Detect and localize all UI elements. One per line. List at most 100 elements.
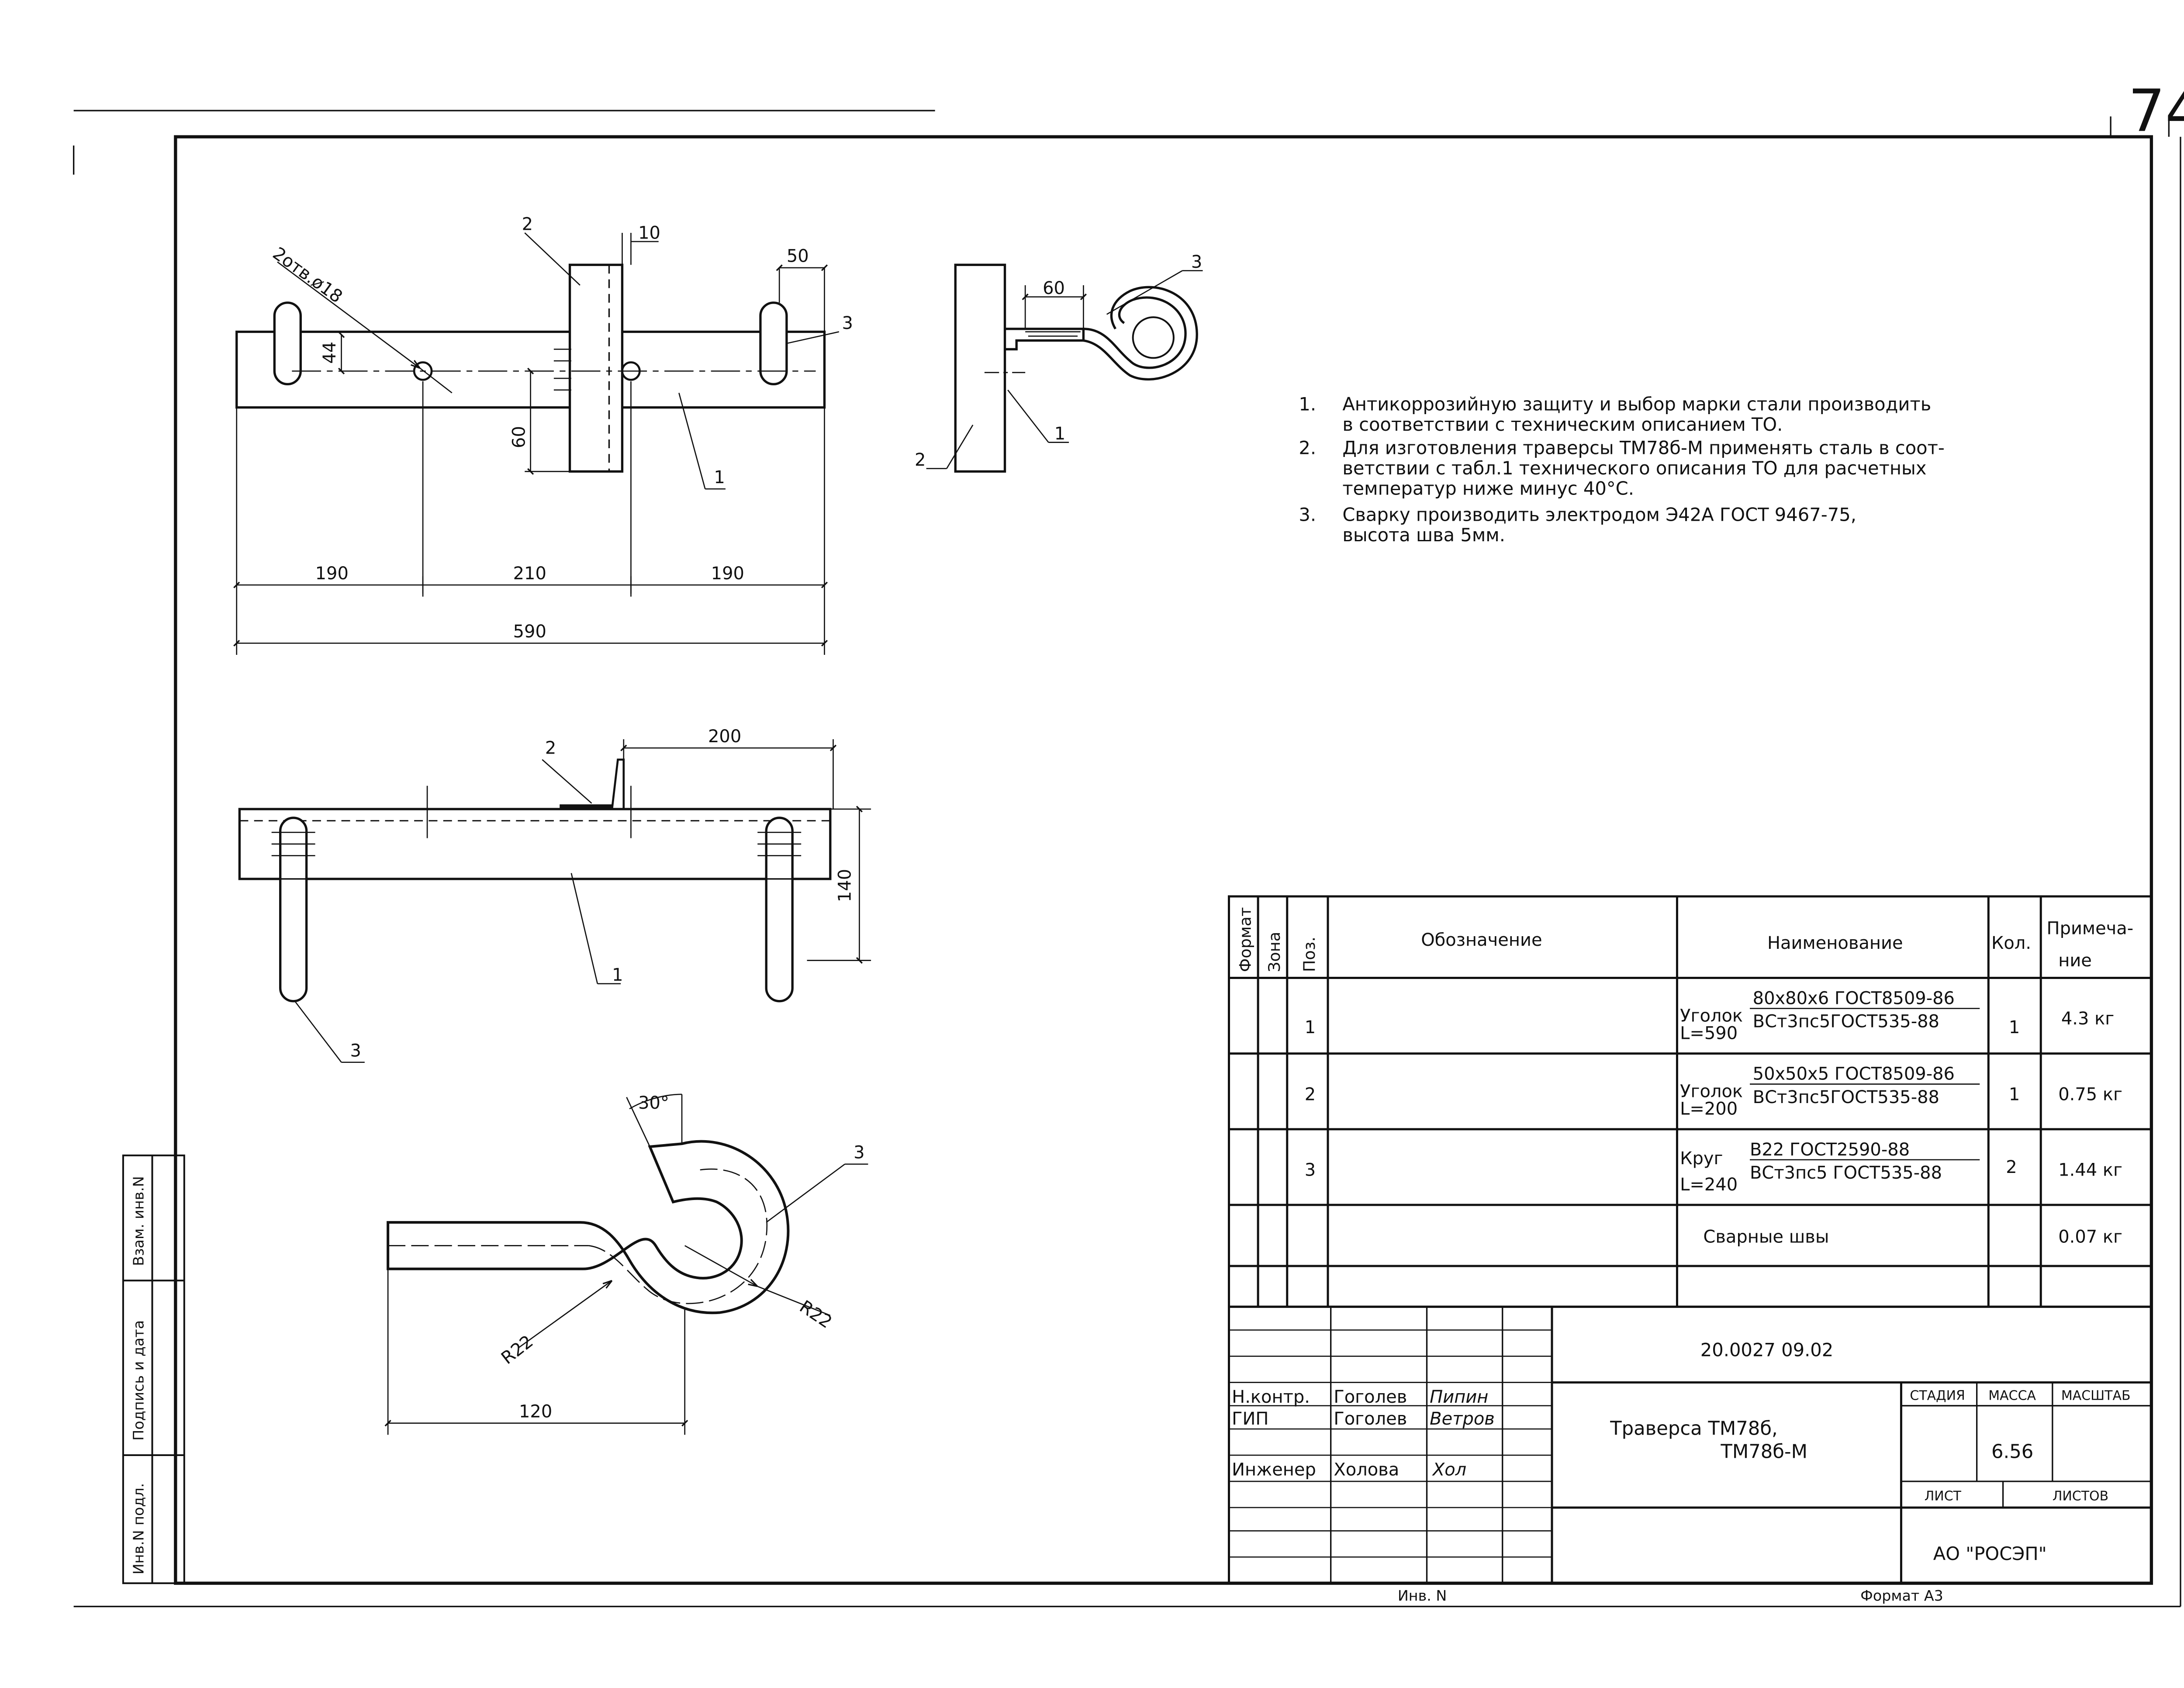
top-holes-label: 2отв.ø18 — [269, 243, 346, 307]
hook-detail — [384, 1093, 868, 1435]
format-label: Формат А3 — [1860, 1587, 1943, 1604]
bom-header-designation: Обозначение — [1421, 930, 1542, 950]
sheet-number: 74 — [2128, 77, 2184, 145]
doc-title-2: ТМ78б-М — [1720, 1441, 1807, 1463]
bom-row-3-top: В22 ГОСТ2590-88 — [1750, 1140, 1910, 1160]
note-2-line-1: Для изготовления траверсы ТМ78б-М примен… — [1342, 437, 1945, 458]
stage-header: СТАДИЯ — [1910, 1388, 1965, 1403]
note-3-num: 3. — [1299, 504, 1316, 526]
note-1-line-1: Антикоррозийную защиту и выбор марки ста… — [1342, 393, 1931, 415]
mass-header: МАССА — [1988, 1388, 2036, 1403]
front-dim-140: 140 — [835, 869, 855, 902]
bom-table-text: Формат Зона Поз. Обозначение Наименовани… — [1236, 907, 2133, 1247]
bom-row-3-prefix: Круг — [1680, 1148, 1723, 1169]
note-1-num: 1. — [1299, 393, 1316, 415]
front-view — [238, 739, 871, 1063]
note-3-line-1: Сварку производить электродом Э42А ГОСТ … — [1342, 504, 1856, 526]
top-view — [233, 232, 840, 655]
front-dim-200: 200 — [708, 726, 741, 747]
front-pos-2: 2 — [545, 738, 556, 758]
bom-row-4-name: Сварные швы — [1703, 1227, 1829, 1247]
bom-header-note-1: Примеча- — [2047, 919, 2134, 939]
bom-table-grid — [1228, 895, 2153, 1308]
title-block-grid — [1228, 1305, 2153, 1584]
front-pos-3: 3 — [350, 1041, 361, 1061]
side-stamp-inv-podl: Инв.N подл. — [130, 1483, 147, 1574]
bom-row-4-note: 0.07 кг — [2058, 1227, 2122, 1247]
hook-radius-right: R22 — [796, 1297, 836, 1332]
person-3-name: Холова — [1334, 1460, 1399, 1480]
note-2-line-2: ветствии с табл.1 технического описания … — [1342, 457, 1926, 479]
bom-row-2-prefix: Уголок — [1680, 1082, 1743, 1102]
person-2-role: ГИП — [1232, 1409, 1268, 1429]
bom-row-3-pos: 3 — [1305, 1160, 1316, 1180]
bom-row-3-bottom: ВСт3пс5 ГОСТ535-88 — [1750, 1163, 1942, 1183]
person-2-name: Гоголев — [1334, 1409, 1407, 1429]
side-pos-1: 1 — [1054, 424, 1065, 444]
title-block-text: 20.0027 09.02 Траверса ТМ78б, ТМ78б-М СТ… — [1232, 1339, 2130, 1564]
hook-angle-30: 30° — [638, 1093, 669, 1113]
doc-code: 20.0027 09.02 — [1700, 1339, 1834, 1361]
side-view — [926, 263, 1203, 473]
person-1-role: Н.контр. — [1232, 1387, 1310, 1407]
side-stamp-podpis: Подпись и дата — [130, 1320, 147, 1441]
bom-row-2-qty: 1 — [2009, 1084, 2020, 1104]
doc-title-1: Траверса ТМ78б, — [1610, 1418, 1778, 1439]
note-2-line-3: температур ниже минус 40°С. — [1342, 478, 1634, 499]
person-1-name: Гоголев — [1334, 1387, 1407, 1407]
top-dim-590: 590 — [513, 622, 546, 642]
bom-row-1-qty: 1 — [2009, 1017, 2020, 1038]
bom-header-pos: Поз. — [1300, 937, 1319, 972]
top-pos-3: 3 — [842, 313, 853, 333]
top-dim-210: 210 — [513, 564, 546, 584]
note-2-num: 2. — [1299, 437, 1316, 458]
sheet-header: ЛИСТ — [1925, 1488, 1962, 1504]
top-dim-10: 10 — [638, 223, 660, 243]
bom-header-note-2: ние — [2058, 951, 2092, 971]
side-stamp-vzam: Взам. инв.N — [130, 1176, 147, 1266]
top-dim-44: 44 — [320, 342, 340, 364]
person-3-role: Инженер — [1232, 1460, 1316, 1480]
sheets-header: ЛИСТОВ — [2053, 1488, 2108, 1504]
top-pos-1: 1 — [714, 467, 725, 488]
top-pos-2: 2 — [522, 214, 533, 234]
person-2-sign: Ветров — [1430, 1409, 1495, 1429]
bom-row-2-pos: 2 — [1305, 1084, 1316, 1104]
side-stamp — [122, 1154, 185, 1584]
hook-pos-3: 3 — [854, 1143, 864, 1163]
bom-row-2-len: L=200 — [1680, 1099, 1738, 1119]
bom-row-3-len: L=240 — [1680, 1175, 1738, 1195]
notes-block: 1. Антикоррозийную защиту и выбор марки … — [1299, 393, 1945, 546]
hook-dim-120: 120 — [519, 1401, 552, 1422]
hook-radius-left: R22 — [498, 1332, 537, 1369]
bom-row-1-prefix: Уголок — [1680, 1006, 1743, 1026]
note-3-line-2: высота шва 5мм. — [1342, 524, 1505, 546]
mass-value: 6.56 — [1991, 1441, 2033, 1463]
person-1-sign: Пипин — [1430, 1387, 1488, 1407]
bom-row-1-top: 80x80x6 ГОСТ8509-86 — [1753, 988, 1955, 1008]
bom-row-1-len: L=590 — [1680, 1023, 1738, 1043]
note-1-line-2: в соответствии с техническим описанием Т… — [1342, 414, 1783, 435]
scale-header: МАСШТАБ — [2061, 1388, 2131, 1403]
side-dim-60: 60 — [1043, 278, 1065, 298]
bom-header-zone: Зона — [1265, 932, 1284, 972]
bom-row-2-bottom: ВСт3пс5ГОСТ535-88 — [1753, 1087, 1939, 1107]
top-dim-50: 50 — [787, 246, 809, 266]
bom-row-2-note: 0.75 кг — [2058, 1084, 2122, 1104]
inv-bottom-label: Инв. N — [1398, 1587, 1447, 1604]
bom-row-3-qty: 2 — [2006, 1157, 2017, 1177]
bom-header-qty: Кол. — [1991, 933, 2031, 953]
bom-header-name: Наименование — [1767, 933, 1903, 953]
bom-row-2-top: 50x50x5 ГОСТ8509-86 — [1753, 1064, 1955, 1084]
bom-row-1-note: 4.3 кг — [2061, 1009, 2114, 1029]
org-name: АО "РОСЭП" — [1933, 1543, 2047, 1564]
top-dim-190-left: 190 — [315, 564, 349, 584]
sheet-frame — [73, 110, 2181, 1608]
bom-header-format: Формат — [1236, 907, 1254, 972]
front-pos-1: 1 — [612, 965, 623, 985]
top-dim-60: 60 — [509, 426, 529, 448]
bom-row-1-pos: 1 — [1305, 1017, 1316, 1038]
bom-row-1-bottom: ВСт3пс5ГОСТ535-88 — [1753, 1012, 1939, 1032]
side-pos-3: 3 — [1191, 252, 1202, 272]
